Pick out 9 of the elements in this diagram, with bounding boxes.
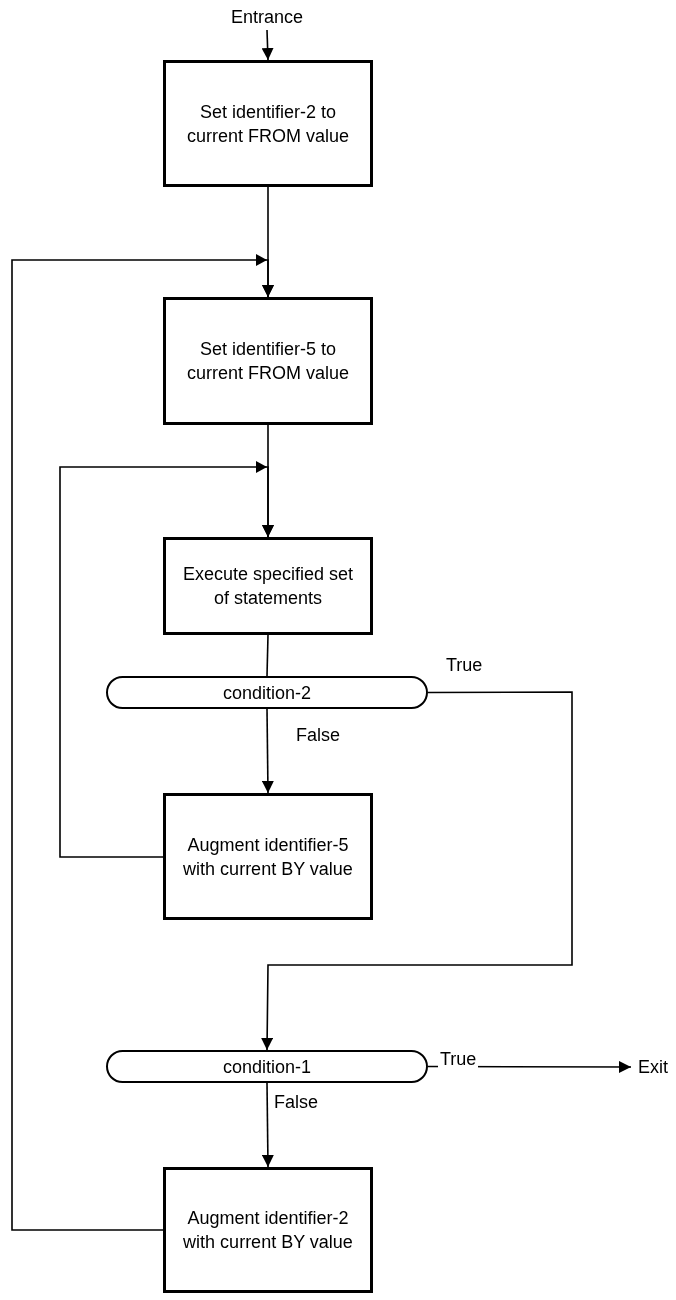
process-box: Set identifier-2 to current FROM value <box>163 60 373 187</box>
flow-text: Entrance <box>222 4 312 30</box>
condition-terminal: condition-2 <box>106 676 428 709</box>
flow-text: Exit <box>631 1055 675 1079</box>
process-box: Set identifier-5 to current FROM value <box>163 297 373 425</box>
process-box: Augment identifier-2 with current BY value <box>163 1167 373 1293</box>
process-box: Augment identifier-5 with current BY value <box>163 793 373 920</box>
process-box: Execute specified set of statements <box>163 537 373 635</box>
condition-terminal: condition-1 <box>106 1050 428 1083</box>
